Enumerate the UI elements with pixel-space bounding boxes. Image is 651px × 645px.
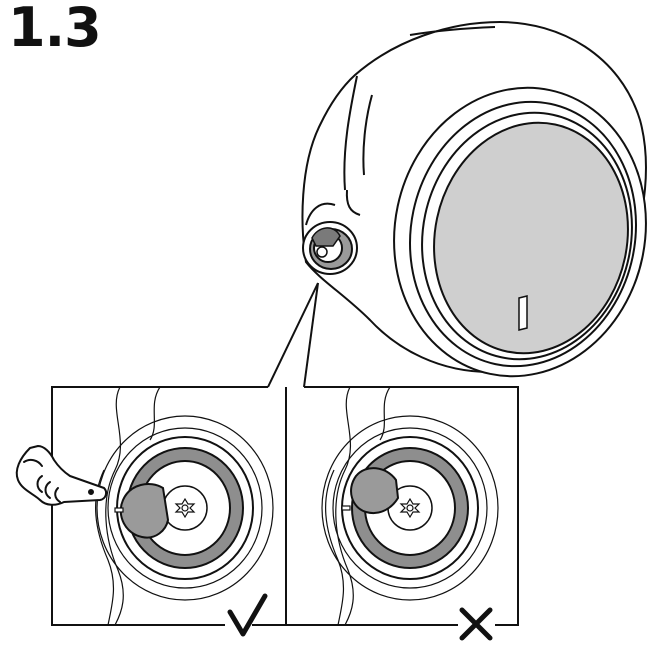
glass-indicator	[518, 295, 528, 331]
checkmark-icon	[227, 593, 268, 637]
screw-icon	[399, 497, 421, 519]
cross-icon	[459, 607, 493, 641]
step-number: 1.3	[8, 0, 102, 59]
knob-misaligned	[350, 467, 400, 514]
callout-lines	[267, 282, 319, 388]
knob-aligned	[119, 483, 170, 539]
pointing-hand-icon	[15, 445, 108, 506]
screw-icon	[302, 221, 358, 275]
screw-icon	[174, 497, 196, 519]
panel-correct	[95, 387, 274, 625]
panel-incorrect	[321, 387, 499, 625]
glass-face	[433, 121, 629, 355]
